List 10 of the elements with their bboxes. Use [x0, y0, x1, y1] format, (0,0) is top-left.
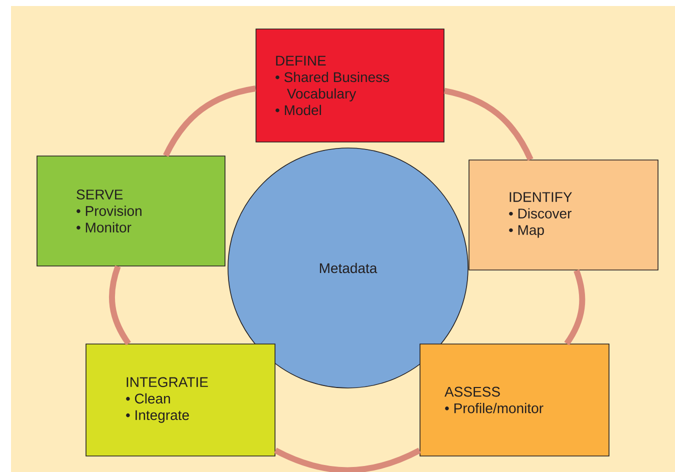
ring-arc	[564, 269, 586, 346]
process-box: SERVE • Provision • Monitor	[36, 156, 226, 266]
ring-arc	[109, 265, 132, 346]
ring-arc	[274, 448, 421, 472]
process-box: ASSESS • Profile/monitor	[420, 344, 610, 456]
process-box: IDENTIFY • Discover • Map	[468, 160, 658, 270]
process-box: DEFINE • Shared Business Vocabulary • Model	[256, 28, 444, 142]
ring-arc	[163, 86, 256, 157]
ring-arc	[444, 88, 534, 161]
process-box: INTEGRATIE • Clean • Integrate	[86, 344, 276, 456]
